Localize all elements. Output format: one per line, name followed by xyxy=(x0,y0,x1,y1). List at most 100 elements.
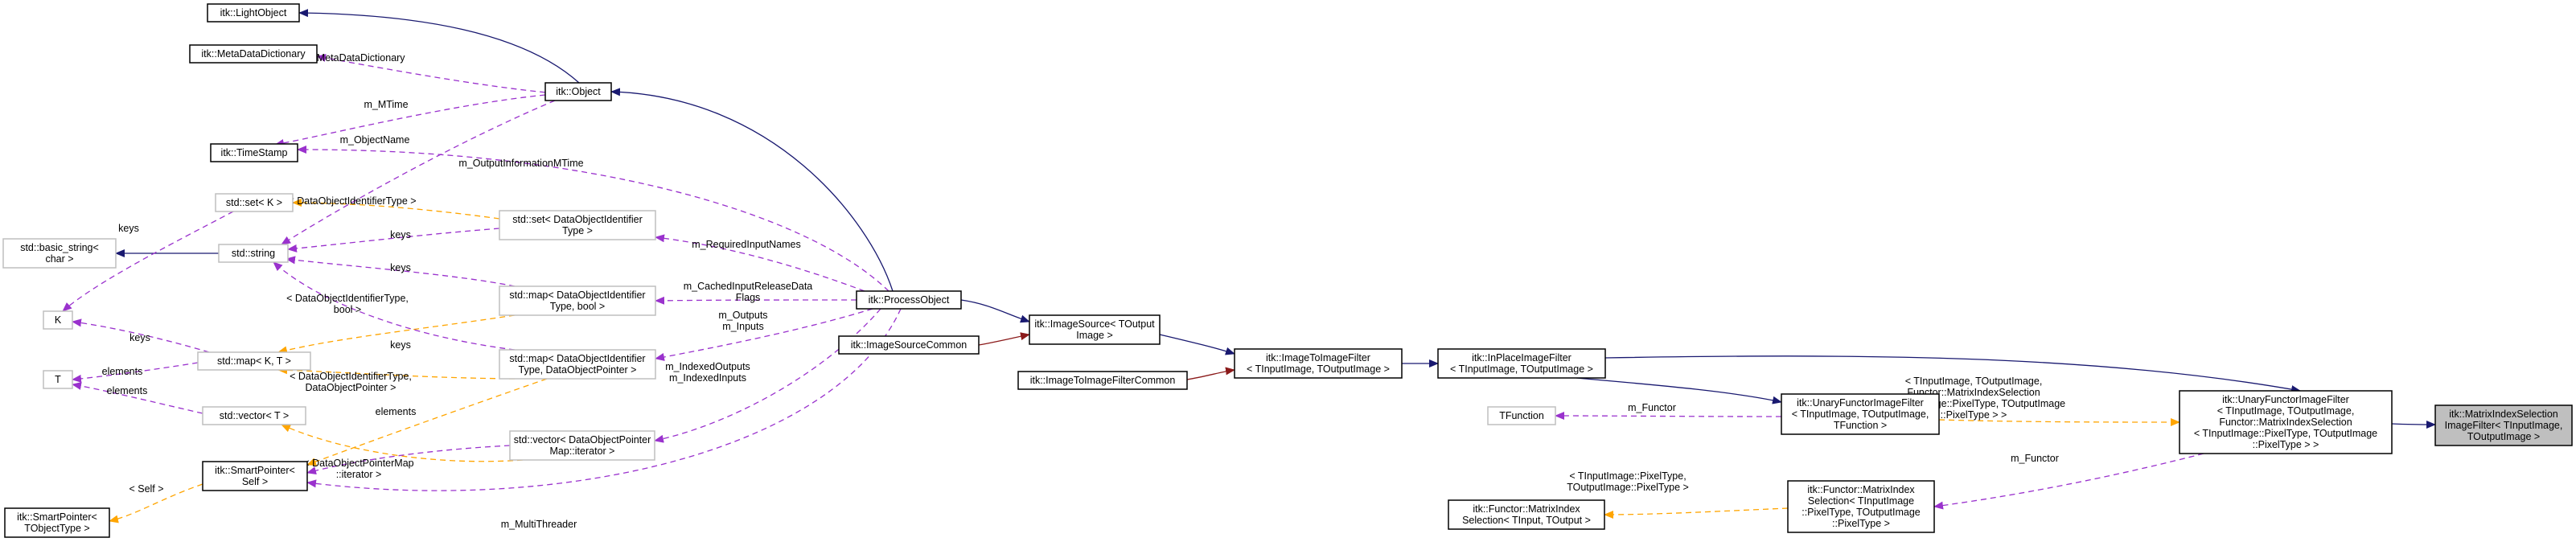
edge-std-set-k-to-k xyxy=(62,211,234,312)
edge-label-doi-ptr-map-iter: < DataObjectPointerMap::iterator > xyxy=(303,458,413,480)
node-box[interactable] xyxy=(210,143,298,162)
edge-label-self: < Self > xyxy=(129,483,163,495)
node-label-line: Self > xyxy=(242,476,268,487)
node-std-set-k[interactable]: std::set< K > xyxy=(215,193,294,212)
node-box[interactable] xyxy=(43,310,73,330)
node-box[interactable] xyxy=(509,430,655,461)
node-label-line: TObjectType > xyxy=(24,523,89,534)
node-box[interactable] xyxy=(499,285,656,316)
node-process-object[interactable]: itk::ProcessObject xyxy=(856,290,962,310)
node-label-line: itk::SmartPointer< xyxy=(215,465,295,476)
node-label: std::basic_string<char > xyxy=(20,242,99,265)
edge-object-to-time-stamp xyxy=(274,94,546,147)
node-label-line: ImageFilter< TInputImage, xyxy=(2445,420,2563,431)
node-box[interactable] xyxy=(197,351,311,371)
node-box[interactable] xyxy=(202,406,306,425)
node-meta-data-dictionary[interactable]: itk::MetaDataDictionary xyxy=(189,44,318,64)
edge-label-line: m_OutputInformationMTime xyxy=(458,158,583,169)
node-image-to-image-filter-common[interactable]: itk::ImageToImageFilterCommon xyxy=(1017,371,1188,390)
edge-label-line: < Self > xyxy=(129,483,163,495)
node-image-to-image-filter[interactable]: itk::ImageToImageFilter< TInputImage, TO… xyxy=(1234,348,1403,379)
edge-label-line: m_IndexedInputs xyxy=(669,372,746,384)
node-label-line: itk::TimeStamp xyxy=(221,147,288,158)
node-k[interactable]: K xyxy=(43,310,73,330)
node-box[interactable] xyxy=(499,210,656,240)
edge-std-vector-t-to-t xyxy=(72,381,203,414)
node-box[interactable] xyxy=(1017,371,1188,390)
node-unary-functor-image-filter[interactable]: itk::UnaryFunctorImageFilter< TInputImag… xyxy=(1781,393,1940,435)
node-label-line: itk::ProcessObject xyxy=(869,294,950,306)
node-label-line: std::set< DataObjectIdentifier xyxy=(512,214,643,225)
node-smart-pointer-tobject[interactable]: itk::SmartPointer<TObjectType > xyxy=(4,507,110,538)
edge-label-line: < DataObjectIdentifierType, xyxy=(290,371,412,382)
edge-label-line: keys xyxy=(118,223,139,234)
node-box[interactable] xyxy=(4,507,110,538)
node-box[interactable] xyxy=(499,349,656,380)
node-box[interactable] xyxy=(1448,499,1605,530)
node-box[interactable] xyxy=(1487,406,1556,425)
node-std-string[interactable]: std::string xyxy=(218,244,289,263)
node-label-line: TOutputImage > xyxy=(2467,431,2540,442)
node-label-line: itk::MatrixIndexSelection xyxy=(2449,409,2558,420)
edge-label-elements-map: elements xyxy=(102,366,143,377)
edge-label-m-functor-1: m_Functor xyxy=(1628,402,1676,413)
node-box[interactable] xyxy=(1437,348,1606,379)
node-label: itk::LightObject xyxy=(220,7,287,18)
node-basic-string[interactable]: std::basic_string<char > xyxy=(2,238,117,269)
node-box[interactable] xyxy=(1781,393,1940,435)
node-t[interactable]: T xyxy=(43,370,73,389)
node-label-line: ::PixelType, TOutputImage xyxy=(1802,507,1921,518)
node-std-vector-t[interactable]: std::vector< T > xyxy=(202,406,306,425)
node-box[interactable] xyxy=(1787,480,1935,533)
node-box[interactable] xyxy=(2,238,117,269)
node-tfunction[interactable]: TFunction xyxy=(1487,406,1556,425)
node-box[interactable] xyxy=(1234,348,1403,379)
edge-label-keys-set: keys xyxy=(118,223,139,234)
node-box[interactable] xyxy=(43,370,73,389)
node-label-line: itk::InPlaceImageFilter xyxy=(1472,352,1571,363)
node-label: TFunction xyxy=(1499,410,1544,421)
edge-unary-functor-to-tfunction xyxy=(1555,412,1782,421)
node-in-place-image-filter[interactable]: itk::InPlaceImageFilter< TInputImage, TO… xyxy=(1437,348,1606,379)
edge-std-map-kt-to-t xyxy=(72,362,199,383)
node-box[interactable] xyxy=(856,290,962,310)
node-label-line: Functor::MatrixIndexSelection xyxy=(2219,417,2352,428)
node-box[interactable] xyxy=(207,3,300,23)
node-box[interactable] xyxy=(202,461,308,491)
edge-label-doi-type: < DataObjectIdentifierType > xyxy=(288,195,416,207)
node-box[interactable] xyxy=(2434,404,2573,446)
node-box[interactable] xyxy=(2179,390,2393,454)
node-unary-functor-specialized[interactable]: itk::UnaryFunctorImageFilter< TInputImag… xyxy=(2179,390,2393,454)
node-label-line: T xyxy=(55,374,61,385)
node-smart-pointer-self[interactable]: itk::SmartPointer<Self > xyxy=(202,461,308,491)
node-box[interactable] xyxy=(838,335,980,355)
node-time-stamp[interactable]: itk::TimeStamp xyxy=(210,143,298,162)
node-box[interactable] xyxy=(189,44,318,64)
node-box[interactable] xyxy=(544,82,612,101)
edge-std-map-kt-to-k xyxy=(72,318,210,353)
node-box[interactable] xyxy=(218,244,289,263)
edge-in-place-to-unary-specialized xyxy=(1604,355,2301,394)
edge-smart-pointer-self-to-smart-pointer-tobject xyxy=(109,483,203,524)
node-object[interactable]: itk::Object xyxy=(544,82,612,101)
node-light-object[interactable]: itk::LightObject xyxy=(207,3,300,23)
edge-label-m-functor-2: m_Functor xyxy=(2011,453,2059,464)
edge-label-line: < TInputImage::PixelType, xyxy=(1569,470,1686,482)
edge-process-object-to-time-stamp xyxy=(297,145,889,292)
node-image-source-common[interactable]: itk::ImageSourceCommon xyxy=(838,335,980,355)
node-std-map-kt[interactable]: std::map< K, T > xyxy=(197,351,311,371)
node-box[interactable] xyxy=(215,193,294,212)
node-box[interactable] xyxy=(1029,314,1161,345)
edge-label-line: bool > xyxy=(334,304,361,315)
